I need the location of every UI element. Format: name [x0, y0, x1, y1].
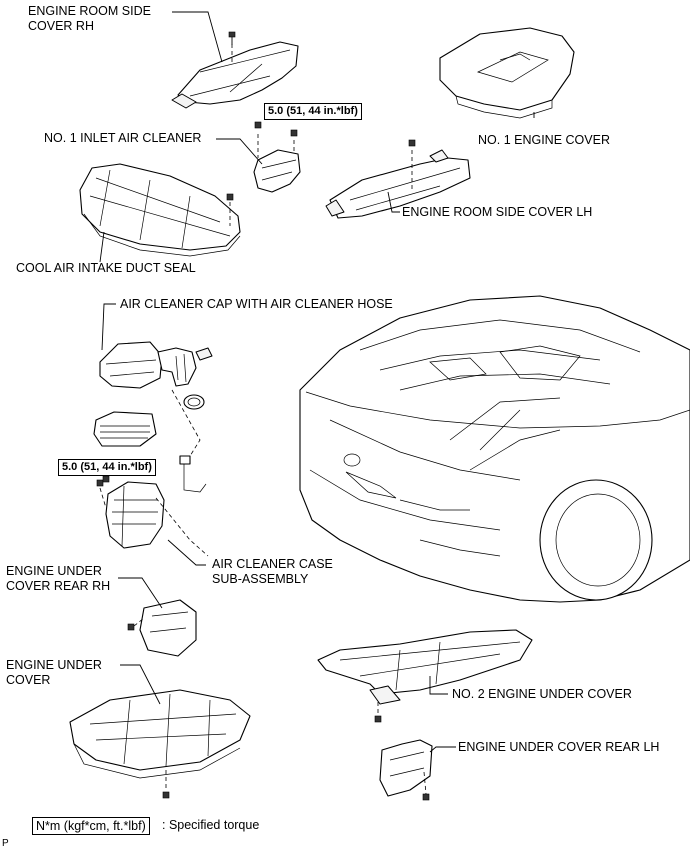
no1-inlet-air-cleaner — [253, 121, 301, 193]
engine-under-cover-rear-rh — [127, 599, 197, 657]
legend-torque-unit-box: N*m (kgf*cm, ft.*lbf) — [32, 817, 150, 835]
label-engine-room-side-cover-rh: ENGINE ROOM SIDE COVER RH — [28, 4, 151, 33]
bolt-rh-cover — [228, 31, 236, 45]
torque-box-air-cleaner-case: 5.0 (51, 44 in.*lbf) — [58, 459, 156, 476]
engine-under-cover — [69, 689, 251, 799]
air-cleaner-case — [96, 475, 209, 557]
air-flow-meter-connector — [171, 389, 207, 493]
legend-torque-text: : Specified torque — [162, 818, 260, 832]
label-air-cleaner-case: AIR CLEANER CASE SUB-ASSEMBLY — [212, 557, 333, 586]
no1-engine-cover — [439, 27, 575, 119]
label-no1-engine-cover: NO. 1 ENGINE COVER — [478, 133, 610, 147]
leader-lines — [99, 11, 535, 753]
air-cleaner-cap-with-hose — [99, 341, 213, 410]
label-air-cleaner-cap: AIR CLEANER CAP WITH AIR CLEANER HOSE — [120, 297, 393, 311]
label-engine-under-cover: ENGINE UNDER COVER — [6, 658, 102, 687]
engine-under-cover-rear-lh — [379, 739, 433, 801]
vehicle-front-illustration — [299, 295, 690, 603]
no2-engine-under-cover — [317, 629, 533, 723]
figure-code: P — [2, 838, 9, 849]
label-cool-air-intake-duct-seal: COOL AIR INTAKE DUCT SEAL — [16, 261, 196, 275]
engine-room-side-cover-rh — [171, 41, 299, 109]
label-engine-under-cover-rear-lh: ENGINE UNDER COVER REAR LH — [458, 740, 660, 754]
engine-room-side-cover-lh — [325, 139, 471, 219]
air-cleaner-element — [93, 411, 157, 447]
cool-air-intake-duct-seal — [79, 163, 241, 257]
label-no2-engine-under-cover: NO. 2 ENGINE UNDER COVER — [452, 687, 632, 701]
torque-box-inlet-air-cleaner: 5.0 (51, 44 in.*lbf) — [264, 103, 362, 120]
label-engine-under-cover-rear-rh: ENGINE UNDER COVER REAR RH — [6, 564, 111, 593]
label-no1-inlet-air-cleaner: NO. 1 INLET AIR CLEANER — [44, 131, 202, 145]
label-engine-room-side-cover-lh: ENGINE ROOM SIDE COVER LH — [402, 205, 593, 219]
